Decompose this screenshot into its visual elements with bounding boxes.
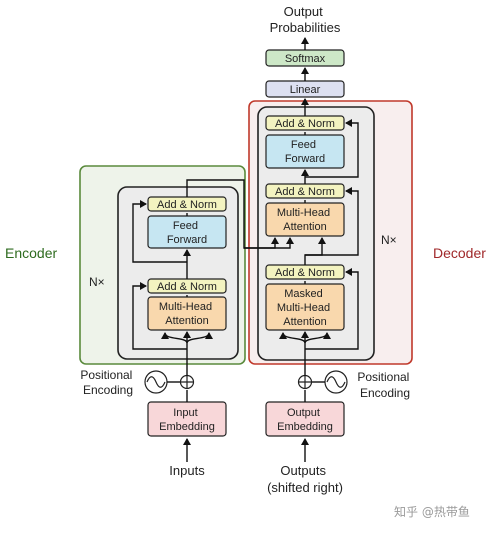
decoder-attention-label: Multi-Head Attention [277,207,333,233]
encoder-add-icon [179,374,195,390]
encoder-positional-encoding-label: Positional Encoding [80,368,135,397]
decoder-sine-wave-icon [324,370,348,394]
softmax-label: Softmax [285,53,326,65]
decoder-masked-attention-label: Masked Multi-Head Attention [277,288,333,328]
decoder-add-norm-bottom-label: Add & Norm [275,267,335,279]
encoder-title: Encoder [5,245,57,261]
inputs-label: Inputs [169,463,205,478]
decoder-add-norm-top-label: Add & Norm [275,118,335,130]
encoder-attention-label: Multi-Head Attention [159,301,215,327]
encoder-add-norm-bottom-label: Add & Norm [157,281,217,293]
output-embedding-label: Output Embedding [277,407,333,433]
encoder-layer-stack [117,186,239,360]
decoder-positional-encoding-label: Positional Encoding [357,370,412,400]
encoder-repeat-label: N× [89,275,105,289]
decoder-repeat-label: N× [381,233,397,247]
input-embedding-label: Input Embedding [159,407,215,433]
output-probabilities-label: Output Probabilities [270,4,341,35]
decoder-add-icon [297,374,313,390]
decoder-feed-forward-label: Feed Forward [285,139,325,165]
decoder-title: Decoder [433,245,486,261]
encoder-add-norm-top-label: Add & Norm [157,199,217,211]
outputs-label: Outputs (shifted right) [267,463,343,495]
linear-label: Linear [290,84,321,96]
encoder-feed-forward-label: Feed Forward [167,220,207,246]
watermark: 知乎 @热带鱼 [394,505,470,519]
encoder-sine-wave-icon [144,370,168,394]
decoder-add-norm-middle-label: Add & Norm [275,186,335,198]
connector-lines [132,37,359,462]
